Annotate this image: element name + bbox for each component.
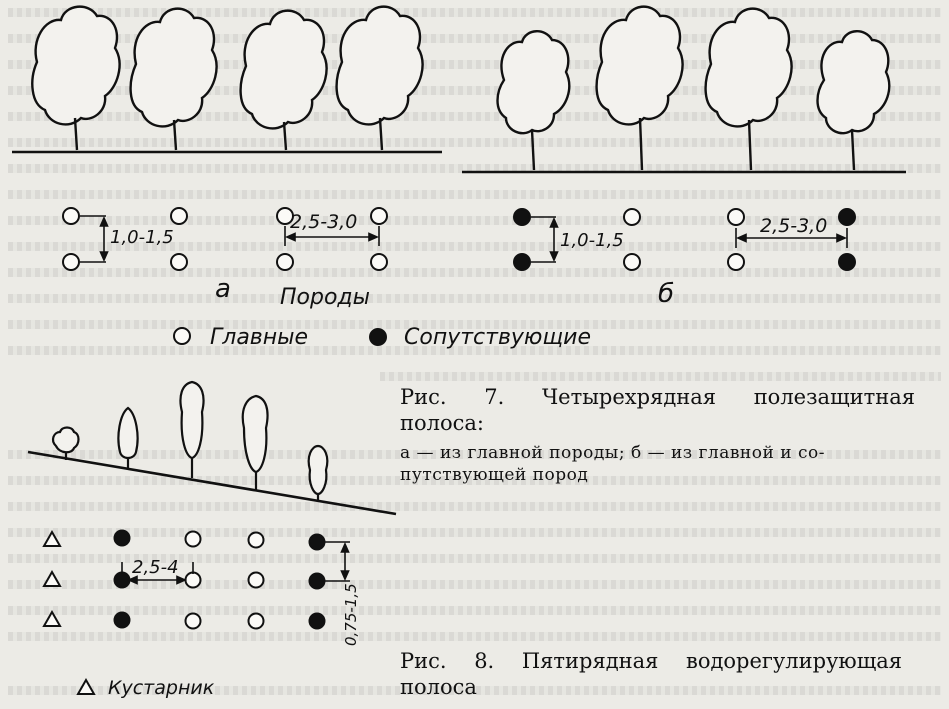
tree-crown — [239, 9, 328, 151]
companion-species-marker — [838, 253, 856, 271]
fig7-caption-title-2: полезащитная — [753, 385, 915, 409]
tree-crown — [595, 5, 684, 171]
companion-species-marker — [838, 208, 856, 226]
fig7-caption-label: Рис. — [400, 385, 447, 409]
fig7b-dim-horizontal: 2,5-3,0 — [760, 215, 827, 237]
main-species-marker — [184, 530, 202, 548]
companion-species-marker — [308, 533, 326, 551]
tree-crown-narrow — [179, 380, 205, 478]
tree-crown-narrow — [117, 406, 139, 470]
main-species-marker — [62, 207, 80, 225]
legend-main-label: Главные — [210, 325, 308, 350]
fig7-caption-title-1: Четырехрядная — [541, 385, 717, 409]
main-species-marker — [727, 253, 745, 271]
fig7-caption-number: 7. — [484, 385, 505, 409]
tree-crown — [704, 7, 793, 171]
companion-species-marker — [513, 253, 531, 271]
fig8-dimensions — [121, 541, 350, 585]
shrub-crown — [51, 426, 80, 460]
fig7b-dimensions — [531, 216, 848, 263]
fig7a-dim-horizontal: 2,5-3,0 — [290, 211, 357, 233]
tree-crown-narrow — [307, 444, 329, 502]
fig8-caption-title-3: полоса — [400, 675, 477, 699]
fig8-caption-title-1: Пятирядная — [521, 649, 659, 673]
main-species-marker — [276, 253, 294, 271]
fig7-caption-desc-1: а — из главной породы; б — из главной и … — [400, 443, 825, 463]
main-species-marker — [62, 253, 80, 271]
fig7a-trees — [31, 5, 424, 151]
shrub-marker — [42, 529, 62, 547]
fig7-label-a: а — [215, 274, 231, 304]
fig7b-scheme — [513, 208, 856, 271]
main-species-marker — [170, 253, 188, 271]
fig7b-trees — [496, 5, 891, 171]
fig8-dim-horizontal: 2,5-4 — [132, 557, 179, 578]
fig8-slope-line — [27, 450, 397, 516]
fig8-caption-title-2: водорегулирующая — [686, 649, 902, 673]
main-species-marker — [184, 571, 202, 589]
main-species-marker — [184, 612, 202, 630]
legend-shrub-label: Кустарник — [108, 677, 215, 699]
companion-species-marker — [113, 529, 131, 547]
companion-species-marker — [113, 611, 131, 629]
companion-species-marker — [308, 572, 326, 590]
main-species-marker — [623, 208, 641, 226]
main-species-marker — [247, 612, 265, 630]
companion-species-marker — [308, 612, 326, 630]
fig7-caption-desc-2: путствующей пород — [400, 465, 589, 485]
shrub-marker — [42, 569, 62, 587]
main-species-marker — [276, 207, 294, 225]
main-species-marker — [247, 571, 265, 589]
fig8-plants — [51, 380, 329, 502]
tree-crown — [816, 30, 891, 171]
main-species-marker — [370, 207, 388, 225]
tree-crown — [496, 30, 571, 171]
tree-crown — [31, 5, 121, 151]
legend-main-marker — [173, 327, 191, 345]
fig7-caption: Рис. 7. Четырехрядная полезащитная полос… — [400, 384, 915, 486]
shrub-marker — [42, 609, 62, 627]
fig8-caption-line-1: Рис. 8. Пятирядная водорегулирующая — [400, 648, 902, 674]
fig8-caption: Рис. 8. Пятирядная водорегулирующая поло… — [400, 648, 902, 700]
fig7-label-b: б — [658, 279, 674, 309]
legend-companion-marker — [369, 328, 387, 346]
legend-shrub-marker — [76, 677, 96, 695]
main-species-marker — [170, 207, 188, 225]
fig7a-scheme — [62, 207, 388, 271]
main-species-marker — [370, 253, 388, 271]
fig8-scheme — [42, 529, 326, 630]
fig8-dim-vertical: 0,75-1,5 — [342, 583, 360, 646]
legend-title: Породы — [280, 285, 370, 310]
tree-crown-narrow — [241, 394, 269, 490]
main-species-marker — [247, 531, 265, 549]
fig7b-dim-vertical: 1,0-1,5 — [560, 230, 624, 251]
tree-crown — [335, 5, 424, 151]
main-species-marker — [623, 253, 641, 271]
fig7-caption-title-3: полоса: — [400, 411, 484, 435]
companion-species-marker — [513, 208, 531, 226]
fig7a-dimensions — [80, 215, 380, 263]
fig8-caption-label: Рис. — [400, 649, 447, 673]
fig8-caption-number: 8. — [474, 649, 495, 673]
tree-crown — [129, 7, 218, 151]
fig7a-dim-vertical: 1,0-1,5 — [110, 227, 174, 248]
main-species-marker — [727, 208, 745, 226]
fig7-caption-line-1: Рис. 7. Четырехрядная полезащитная — [400, 384, 915, 410]
legend-companion-label: Сопутствующие — [404, 325, 591, 350]
